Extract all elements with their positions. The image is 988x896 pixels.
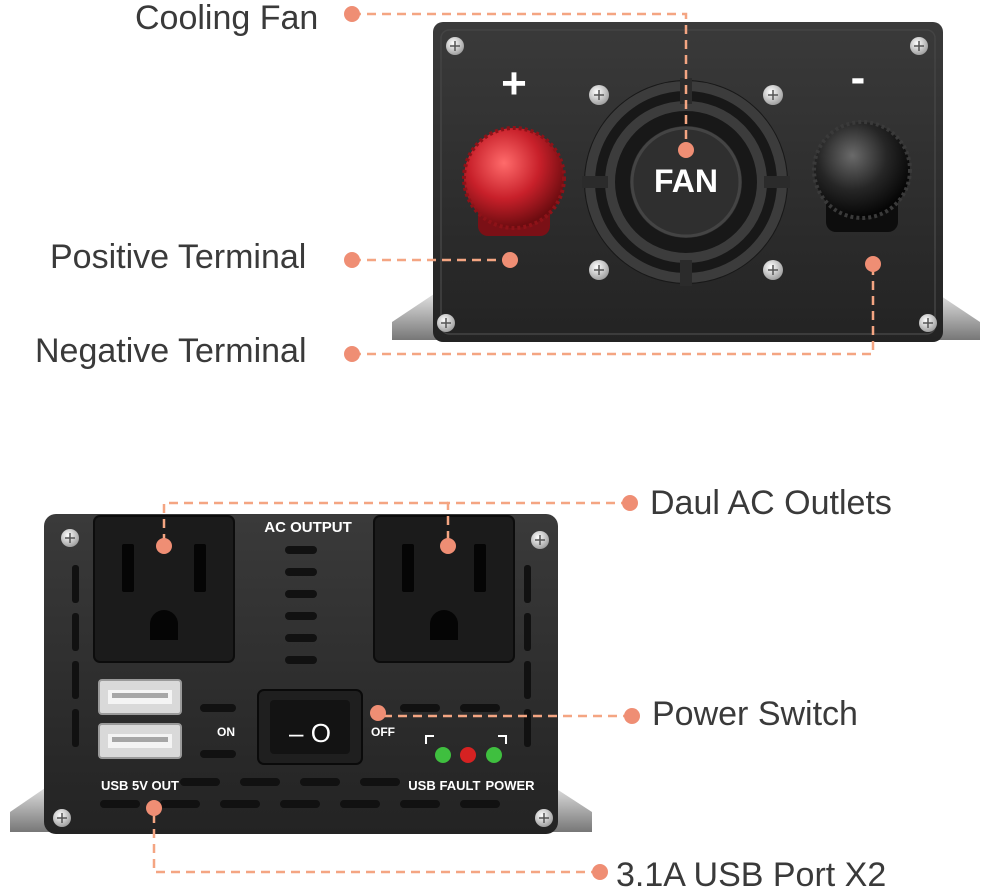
fan-label: FAN (654, 163, 718, 199)
power-led (486, 747, 502, 763)
screw-icon (589, 260, 609, 280)
right-foot (932, 294, 980, 340)
ac-panel: AC OUTPUT (10, 514, 592, 834)
screw-icon (531, 531, 549, 549)
power-switch (257, 689, 363, 765)
right-foot (548, 786, 592, 832)
fault-led (460, 747, 476, 763)
ac-outlet-left (93, 515, 235, 663)
screw-icon (589, 85, 609, 105)
callout-cooling-fan: Cooling Fan (135, 0, 319, 37)
callout-power-switch: Power Switch (652, 695, 858, 733)
vent-slots (72, 546, 531, 808)
callout-positive-terminal: Positive Terminal (50, 238, 307, 276)
screw-icon (535, 809, 553, 827)
screw-icon (437, 314, 455, 332)
leader-usb-port (152, 808, 600, 874)
callout-ac-outlets: Daul AC Outlets (650, 484, 892, 522)
screw-icon (910, 37, 928, 55)
positive-terminal (462, 126, 566, 236)
usb-port (98, 679, 182, 715)
ac-outlet-right (373, 515, 515, 663)
ac-output-label: AC OUTPUT (264, 519, 352, 536)
usb-port (98, 723, 182, 759)
screw-icon (446, 37, 464, 55)
led-label-usb: USB (408, 778, 435, 793)
leader-cooling-fan (352, 12, 688, 150)
switch-symbols: – O (289, 718, 331, 748)
left-foot (392, 294, 440, 340)
negative-terminal (812, 120, 912, 232)
led-label-fault: FAULT (440, 778, 481, 793)
callout-leaders (152, 12, 875, 874)
plus-mark: + (501, 59, 527, 108)
left-foot (10, 786, 54, 832)
screw-icon (763, 85, 783, 105)
minus-mark: - (851, 53, 866, 102)
usb-5v-out-label: USB 5V OUT (101, 778, 179, 793)
screw-icon (61, 529, 79, 547)
switch-on-label: ON (217, 725, 235, 739)
switch-off-label: OFF (371, 725, 395, 739)
callout-negative-terminal: Negative Terminal (35, 332, 307, 370)
screw-icon (53, 809, 71, 827)
screw-icon (919, 314, 937, 332)
led-label-power: POWER (485, 778, 535, 793)
callout-dots (146, 6, 881, 880)
callout-usb-port: 3.1A USB Port X2 (616, 856, 887, 894)
leader-negative-terminal (352, 264, 875, 356)
screw-icon (763, 260, 783, 280)
usb-led (435, 747, 451, 763)
leader-ac-outlets-left (162, 501, 448, 546)
